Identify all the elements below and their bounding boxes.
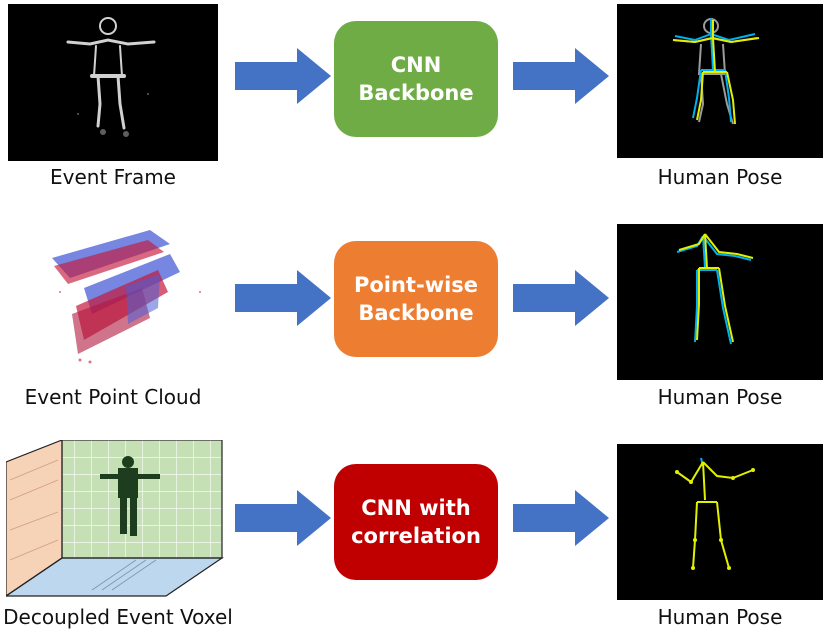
block-line-1: CNN with [361,496,471,520]
arrow-right-icon [513,48,609,104]
human-pose-image [617,444,823,600]
human-pose-label: Human Pose [657,385,783,409]
decoupled-event-voxel-label: Decoupled Event Voxel [3,605,233,629]
arrow-right-icon [235,490,331,546]
arrow-right-icon [513,490,609,546]
event-point-cloud-label: Event Point Cloud [24,385,202,409]
block-line-1: Point-wise [353,273,479,297]
human-pose-label: Human Pose [657,605,783,629]
human-pose-image [617,224,823,380]
event-point-cloud-image [30,222,210,372]
cnn-with-correlation-block: CNN with correlation [334,464,498,580]
arrow-right-icon [235,270,331,326]
block-line-1: CNN [390,53,442,77]
decoupled-event-voxel-image [6,440,224,598]
cnn-backbone-block: CNN Backbone [334,21,498,137]
block-line-2: Backbone [358,301,474,325]
human-pose-image [617,4,823,158]
block-line-2: correlation [351,524,481,548]
human-pose-label: Human Pose [657,165,783,189]
event-frame-label: Event Frame [50,165,176,189]
arrow-right-icon [235,48,331,104]
arrow-right-icon [513,270,609,326]
block-line-2: Backbone [358,81,474,105]
event-frame-image [8,4,218,161]
